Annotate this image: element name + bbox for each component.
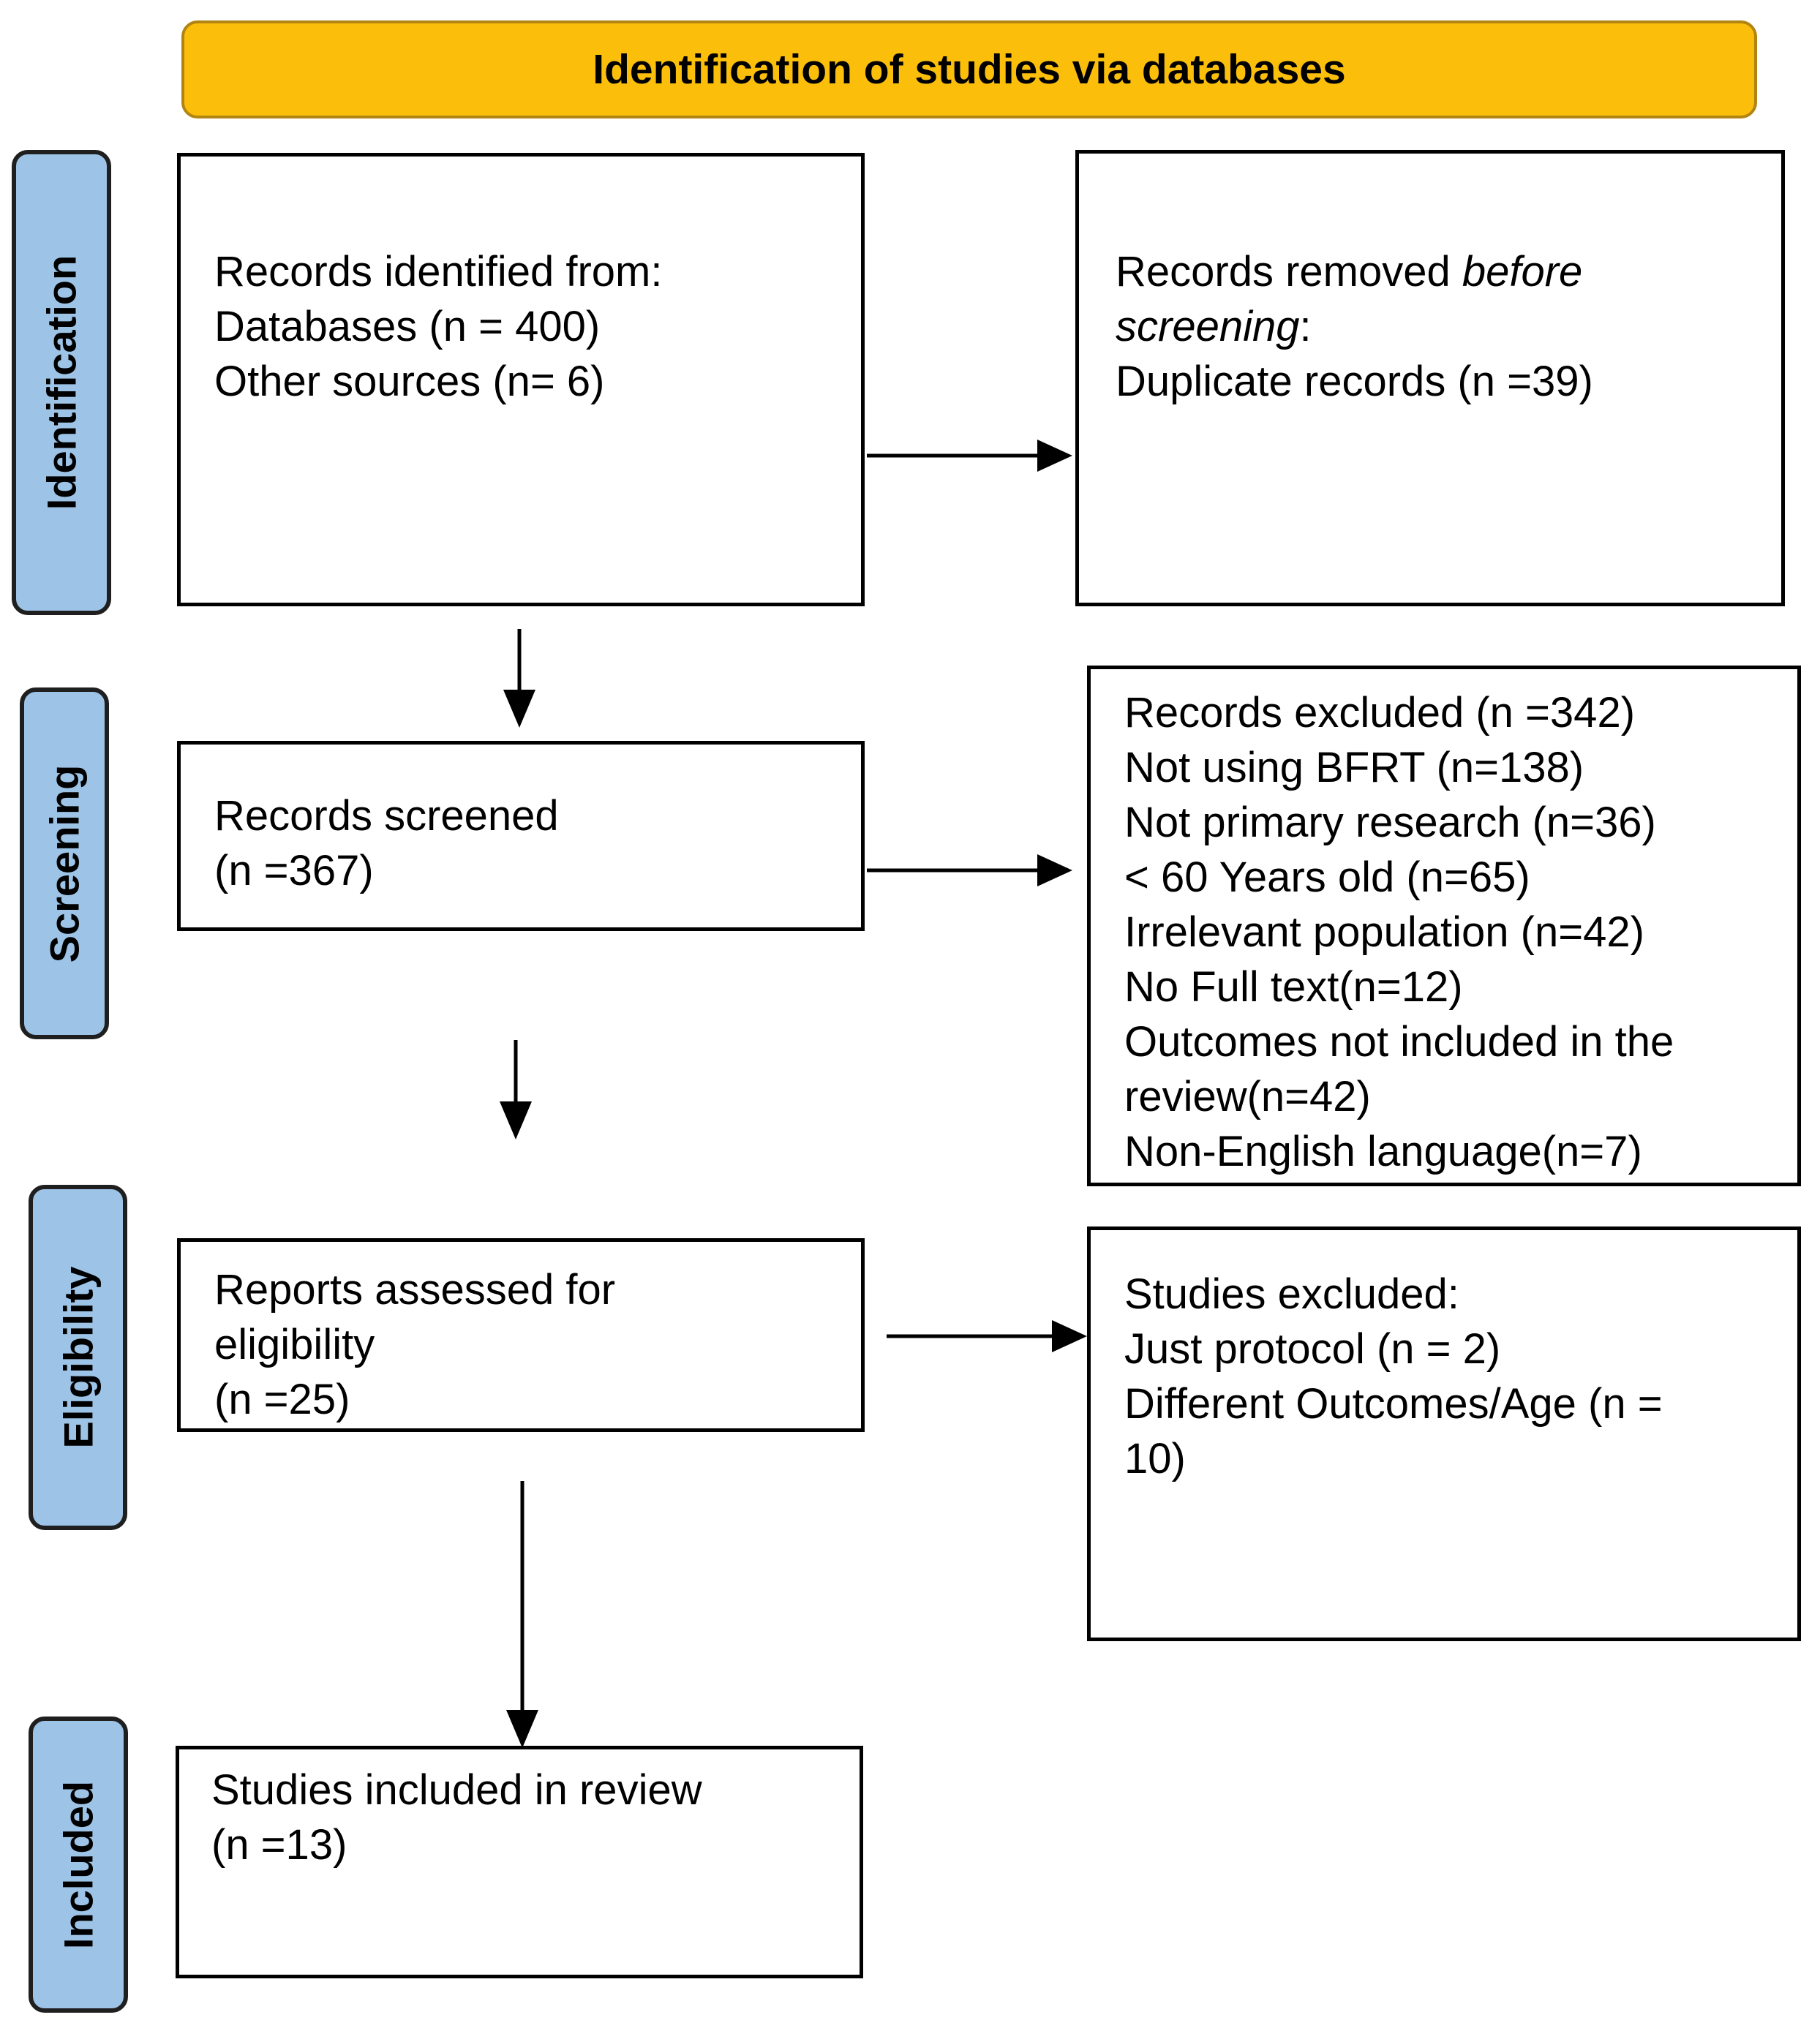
- records-excluded-line: Non-English language(n=7): [1124, 1128, 1642, 1175]
- arrowhead-screened-to-excluded: [1037, 854, 1072, 886]
- studies-excluded-box: Studies excluded: Just protocol (n = 2) …: [1087, 1226, 1801, 1641]
- arrowhead-assessed-to-included: [506, 1710, 538, 1748]
- records-excluded-line: review(n=42): [1124, 1073, 1371, 1120]
- phase-included: Included: [29, 1717, 128, 2013]
- arrowhead-identified-to-removed: [1037, 440, 1072, 472]
- records-removed-line: screening:: [1116, 303, 1312, 350]
- studies-included-line: (n =13): [211, 1821, 347, 1869]
- reports-assessed-line: (n =25): [214, 1376, 350, 1423]
- reports-assessed-line: eligibility: [214, 1321, 375, 1368]
- records-screened-line: Records screened: [214, 792, 559, 840]
- studies-excluded-line: Different Outcomes/Age (n =: [1124, 1380, 1663, 1428]
- records-removed-box: Records removed before screening: Duplic…: [1075, 150, 1785, 606]
- records-excluded-line: Irrelevant population (n=42): [1124, 908, 1644, 956]
- records-identified-line: Databases (n = 400): [214, 303, 601, 350]
- arrowhead-screened-to-assessed: [500, 1101, 532, 1139]
- records-screened-box: Records screened (n =367): [177, 741, 865, 931]
- reports-assessed-box: Reports assessed for eligibility (n =25): [177, 1238, 865, 1432]
- studies-included-line: Studies included in review: [211, 1766, 702, 1814]
- arrowhead-identified-to-screened: [503, 690, 535, 728]
- records-removed-line: Records removed before: [1116, 248, 1583, 295]
- records-screened-line: (n =367): [214, 847, 374, 894]
- studies-excluded-line: 10): [1124, 1435, 1186, 1482]
- phase-identification: Identification: [12, 150, 111, 615]
- records-identified-box: Records identified from: Databases (n = …: [177, 153, 865, 606]
- studies-included-box: Studies included in review (n =13): [176, 1746, 863, 1978]
- studies-excluded-line: Just protocol (n = 2): [1124, 1325, 1501, 1373]
- header-banner: Identification of studies via databases: [181, 20, 1757, 118]
- records-excluded-line: Not using BFRT (n=138): [1124, 744, 1584, 791]
- reports-assessed-line: Reports assessed for: [214, 1266, 616, 1314]
- records-excluded-line: No Full text(n=12): [1124, 963, 1463, 1011]
- records-excluded-line: Not primary research (n=36): [1124, 799, 1656, 846]
- records-identified-line: Other sources (n= 6): [214, 358, 605, 405]
- phase-screening: Screening: [20, 687, 109, 1039]
- arrowhead-assessed-to-studies-excluded: [1052, 1320, 1087, 1352]
- records-excluded-line: < 60 Years old (n=65): [1124, 854, 1530, 901]
- header-title: Identification of studies via databases: [593, 46, 1346, 93]
- records-excluded-line: Records excluded (n =342): [1124, 689, 1636, 736]
- records-excluded-line: Outcomes not included in the: [1124, 1018, 1674, 1066]
- records-excluded-box: Records excluded (n =342) Not using BFRT…: [1087, 666, 1801, 1186]
- phase-eligibility: Eligibility: [29, 1185, 127, 1530]
- records-removed-line: Duplicate records (n =39): [1116, 358, 1593, 405]
- studies-excluded-line: Studies excluded:: [1124, 1270, 1459, 1318]
- records-identified-line: Records identified from:: [214, 248, 663, 295]
